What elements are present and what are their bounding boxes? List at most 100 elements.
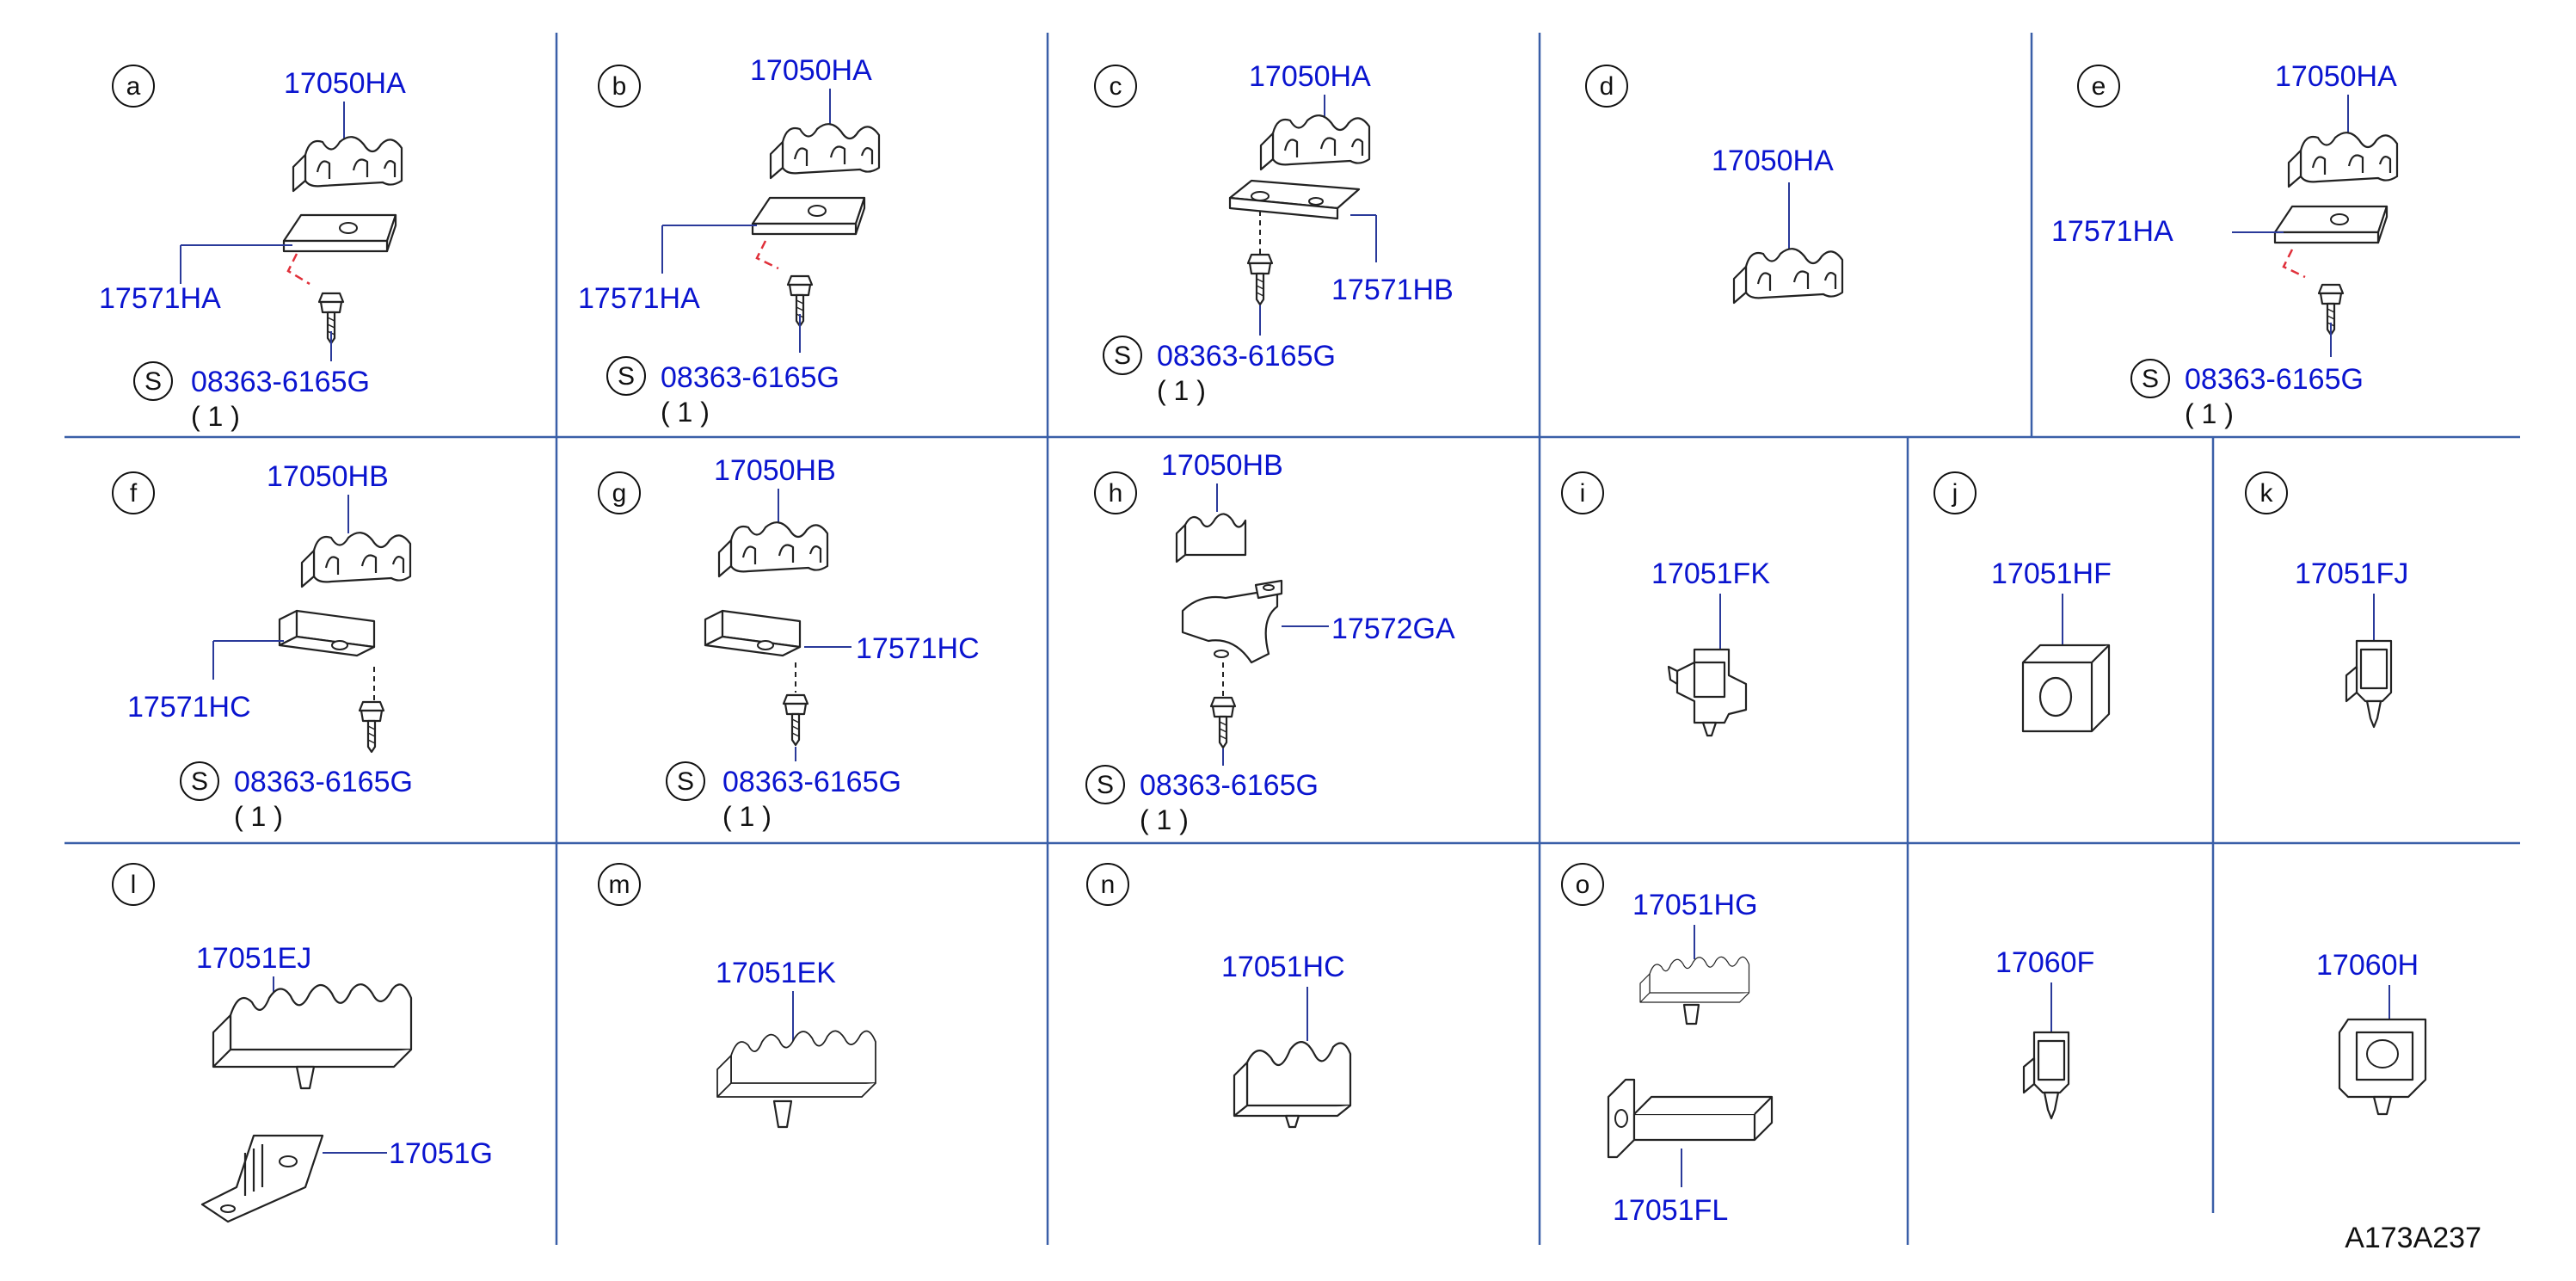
cell-o: o 17051HG 17051FL bbox=[1561, 863, 1774, 1227]
bolt-icon bbox=[358, 700, 385, 754]
clip-part-number[interactable]: 17050HB bbox=[1161, 449, 1283, 482]
clip-part-number[interactable]: 17050HA bbox=[1712, 145, 1834, 177]
clip-part-number[interactable]: 17050HB bbox=[267, 460, 389, 493]
bracket-part-number[interactable]: 17572GA bbox=[1331, 613, 1455, 645]
cell-g: g 17050HB 17571HC S 08363-6165G ( 1 ) bbox=[598, 454, 980, 832]
clip-part-number[interactable]: 17051EK bbox=[716, 957, 836, 989]
cell-letter: b bbox=[612, 72, 627, 101]
clip-icon bbox=[2338, 1018, 2427, 1116]
clip-part-number[interactable]: 17050HB bbox=[714, 454, 836, 487]
push-clip-icon bbox=[2345, 639, 2393, 729]
qty-label: ( 1 ) bbox=[661, 397, 710, 428]
clip-part-number[interactable]: 17051HG bbox=[1632, 889, 1758, 921]
s-symbol: S bbox=[1114, 342, 1131, 370]
clip-part-number[interactable]: 17051HC bbox=[1221, 951, 1345, 983]
cell-d: d 17050HA bbox=[1585, 65, 1844, 305]
cell-j: j 17051HF bbox=[1934, 471, 2112, 733]
wavy-clip-icon bbox=[717, 521, 829, 578]
qty-label: ( 1 ) bbox=[191, 401, 240, 432]
clip-part-number[interactable]: 17051FJ bbox=[2295, 557, 2408, 590]
qty-label: ( 1 ) bbox=[722, 801, 772, 832]
bracket-part-number[interactable]: 17571HB bbox=[1331, 274, 1454, 306]
wavy-clip-icon bbox=[769, 123, 881, 180]
clip-part-number[interactable]: 17060F bbox=[1995, 946, 2094, 979]
cell-b: b 17050HA 17571HA S 08363-6165G ( 1 ) bbox=[578, 54, 881, 428]
bolt-part-number[interactable]: 08363-6165G bbox=[191, 366, 370, 398]
bracket-part-number[interactable]: 17051G bbox=[389, 1137, 493, 1170]
cell-letter: f bbox=[130, 479, 138, 508]
s-symbol: S bbox=[144, 367, 162, 396]
cell-f: f 17050HB 17571HC S 08363-6165G ( 1 ) bbox=[112, 460, 413, 832]
s-symbol: S bbox=[677, 767, 694, 796]
cell-h: h 17050HB 17572GA S 08363-6165G ( 1 ) bbox=[1085, 449, 1455, 835]
bolt-part-number[interactable]: 08363-6165G bbox=[2185, 363, 2364, 396]
cell-letter: j bbox=[1952, 479, 1958, 508]
multi-tube-clip-icon bbox=[716, 1030, 876, 1098]
clip-part-number[interactable]: 17060H bbox=[2316, 949, 2419, 982]
cell-letter: i bbox=[1580, 479, 1586, 508]
qty-label: ( 1 ) bbox=[1157, 375, 1206, 406]
push-clip-icon bbox=[1667, 648, 1748, 737]
cell-letter: c bbox=[1110, 72, 1122, 101]
s-symbol: S bbox=[191, 767, 208, 796]
curved-bracket-icon bbox=[1181, 579, 1283, 664]
cell-letter: m bbox=[609, 871, 630, 899]
multi-tube-clip-icon bbox=[212, 983, 413, 1069]
clip-icon bbox=[1175, 513, 1247, 564]
cell-letter-circle bbox=[112, 65, 155, 108]
cell-q: 17060H bbox=[2316, 949, 2427, 1116]
multi-tube-clip-icon bbox=[1639, 956, 1750, 1003]
bracket-part-number[interactable]: 17571HA bbox=[99, 282, 221, 315]
cell-letter: g bbox=[612, 479, 627, 508]
bolt-part-number[interactable]: 08363-6165G bbox=[722, 766, 901, 798]
cell-e: e 17050HA 17571HA S 08363-6165G ( 1 ) bbox=[2051, 60, 2399, 429]
grid-lines bbox=[65, 33, 2520, 1245]
cell-letter: k bbox=[2260, 479, 2274, 508]
bolt-part-number[interactable]: 08363-6165G bbox=[234, 766, 413, 798]
bracket-part-number[interactable]: 17571HC bbox=[856, 632, 980, 665]
clip-part-number[interactable]: 17051EJ bbox=[196, 942, 311, 975]
s-symbol: S bbox=[618, 362, 635, 391]
clip-part-number[interactable]: 17050HA bbox=[1249, 60, 1371, 93]
s-symbol: S bbox=[1097, 771, 1114, 799]
bracket-icon bbox=[751, 196, 866, 236]
l-bracket-icon bbox=[278, 609, 376, 657]
bracket-part-number[interactable]: 17051FL bbox=[1613, 1194, 1728, 1227]
wavy-clip-icon bbox=[300, 532, 412, 588]
wavy-clip-icon bbox=[1732, 248, 1844, 305]
wavy-clip-icon bbox=[2287, 132, 2399, 188]
cell-p: 17060F bbox=[1995, 946, 2094, 1120]
cell-c: c 17050HA 17571HB S 08363-6165G ( 1 ) bbox=[1094, 60, 1454, 406]
qty-label: ( 1 ) bbox=[1140, 804, 1189, 835]
clip-part-number[interactable]: 17050HA bbox=[284, 67, 406, 100]
rubber-block-icon bbox=[2021, 644, 2111, 733]
cell-k: k 17051FJ bbox=[2245, 471, 2408, 729]
qty-label: ( 1 ) bbox=[234, 801, 283, 832]
cell-a: a 17050HA 17571HA S 08363-6165G ( 1 ) bbox=[99, 65, 406, 432]
clip-part-number[interactable]: 17050HA bbox=[750, 54, 872, 87]
l-bracket-icon bbox=[704, 609, 802, 657]
bolt-icon bbox=[1209, 696, 1237, 749]
bracket-part-number[interactable]: 17571HA bbox=[578, 282, 700, 315]
qty-label: ( 1 ) bbox=[2185, 398, 2234, 429]
bolt-part-number[interactable]: 08363-6165G bbox=[661, 361, 839, 394]
bracket-part-number[interactable]: 17571HA bbox=[2051, 215, 2173, 248]
clip-part-number[interactable]: 17050HA bbox=[2275, 60, 2397, 93]
clip-part-number[interactable]: 17051HF bbox=[1991, 557, 2112, 590]
clip-part-number[interactable]: 17051FK bbox=[1651, 557, 1770, 590]
cell-i: i 17051FK bbox=[1561, 471, 1770, 737]
wavy-clip-icon bbox=[1259, 114, 1371, 171]
bolt-icon bbox=[1246, 253, 1274, 306]
bolt-part-number[interactable]: 08363-6165G bbox=[1157, 340, 1336, 373]
s-symbol-circle bbox=[133, 361, 173, 401]
cell-letter: d bbox=[1600, 72, 1614, 101]
diagram-id: A173A237 bbox=[2345, 1222, 2481, 1254]
bracket-part-number[interactable]: 17571HC bbox=[127, 691, 251, 724]
s-symbol: S bbox=[2142, 365, 2159, 393]
l-bracket-icon bbox=[1607, 1078, 1774, 1159]
cell-letter: n bbox=[1101, 871, 1116, 899]
bolt-part-number[interactable]: 08363-6165G bbox=[1140, 769, 1319, 802]
cell-letter: e bbox=[2092, 72, 2106, 101]
